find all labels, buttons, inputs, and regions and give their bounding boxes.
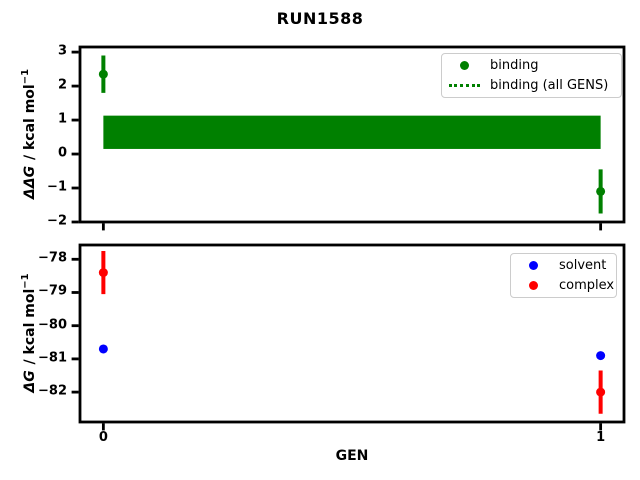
legend-label-binding-all-gens: binding (all GENS) [490,77,609,93]
legend-handle [444,61,484,71]
binding-point [596,186,606,196]
legend-entry-complex: complex [513,276,614,296]
plot-spines [78,45,626,224]
x-tick-label: 1 [596,430,606,445]
x-axis-label: GEN [335,448,369,464]
x-tick-label: 0 [98,430,108,445]
legend-entry-binding: binding [444,56,615,76]
complex-point [98,268,108,278]
legend-entry-binding-all-gens: binding (all GENS) [444,76,615,96]
legend-label-solvent: solvent [559,258,607,274]
y-tick-label: 2 [57,77,67,93]
dotted-line-icon [448,83,480,87]
legend-handle [513,261,553,271]
y-tick-label: −1 [47,179,67,195]
legend-entry-solvent: solvent [513,256,610,276]
y-tick-label: −79 [38,284,67,300]
legend-solvent-complex: solvent complex [510,253,617,298]
legend-handle [513,280,553,290]
legend-handle [444,83,484,87]
solvent-marker-icon [528,261,538,271]
y-tick-label: −81 [38,350,67,366]
legend-label-binding: binding [490,58,539,74]
binding-marker-icon [459,61,469,71]
binding-point [98,69,108,79]
plot-spines [78,243,626,424]
band-binding-all-gens- [103,115,601,149]
y-tick-label: 0 [57,145,67,161]
y-tick-label: −82 [38,383,67,399]
figure-title: RUN1588 [276,9,364,28]
solvent-point [98,344,108,354]
complex-point [596,387,606,397]
y-tick-label: −78 [38,250,67,266]
y-tick-label: 1 [57,111,67,127]
legend-binding: binding binding (all GENS) [441,53,622,98]
y-tick-label: −80 [38,317,67,333]
y-tick-label: −2 [47,213,67,229]
legend-label-complex: complex [559,277,615,293]
complex-marker-icon [528,280,538,290]
solvent-point [596,351,606,361]
y-tick-label: 3 [57,43,67,59]
